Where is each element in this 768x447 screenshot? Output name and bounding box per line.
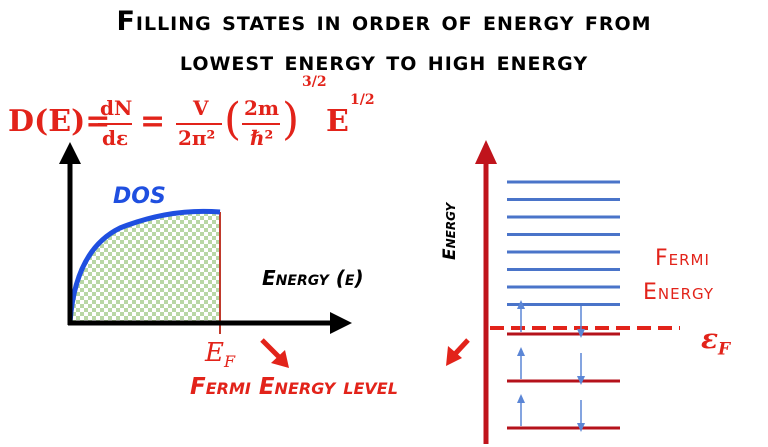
formula-fraction-bar-3 bbox=[242, 123, 280, 125]
energy-level-diagram bbox=[446, 140, 680, 444]
spin-up-arrowhead bbox=[517, 394, 525, 403]
formula-e: E bbox=[326, 104, 349, 139]
energy-y-axis-label: Energy bbox=[440, 202, 460, 260]
fermi-label-line-1: Fermi bbox=[655, 246, 710, 271]
pointer-arrow-1-head bbox=[271, 350, 289, 368]
formula-paren-open: ( bbox=[224, 94, 242, 145]
spin-up-arrowhead bbox=[517, 347, 525, 356]
spin-up-arrowhead bbox=[517, 300, 525, 309]
formula-exponent-e: 1/2 bbox=[350, 92, 375, 108]
energy-x-axis-label: Energy (ε) bbox=[262, 266, 364, 290]
dos-x-axis-arrowhead bbox=[330, 312, 352, 334]
filled-levels bbox=[507, 300, 620, 432]
formula-equals: = bbox=[140, 104, 166, 139]
fermi-label-line-2: Energy bbox=[643, 280, 715, 305]
energy-axis-arrowhead bbox=[475, 140, 497, 164]
filled-states-area bbox=[70, 211, 220, 323]
pointer-arrow-2-head bbox=[446, 346, 462, 366]
formula-exponent-outer: 3/2 bbox=[302, 74, 327, 90]
formula-paren-close: ) bbox=[282, 94, 300, 145]
title-line-1: Filling states in order of energy from bbox=[116, 6, 652, 37]
ef-label: EF bbox=[205, 338, 236, 372]
eps-f-label: εF bbox=[701, 322, 731, 360]
pointer-arrow-1-shaft bbox=[260, 338, 282, 360]
fermi-energy-level-label: Fermi Energy level bbox=[190, 374, 398, 400]
formula-fraction-bar-2 bbox=[176, 123, 222, 125]
title-line-2: lowest energy to high energy bbox=[179, 46, 589, 77]
formula-de: dε bbox=[102, 126, 129, 150]
formula-dn: dN bbox=[100, 96, 133, 120]
spin-down-arrowhead bbox=[577, 376, 585, 385]
formula-two-m: 2m bbox=[244, 96, 280, 120]
formula-lhs: D(E)= bbox=[8, 104, 111, 139]
formula-two-pi-squared: 2π² bbox=[178, 126, 216, 150]
spin-down-arrowhead bbox=[577, 423, 585, 432]
formula-fraction-bar-1 bbox=[98, 123, 132, 125]
spin-down-arrowhead bbox=[577, 329, 585, 338]
dos-y-axis-arrowhead bbox=[59, 142, 81, 164]
dos-curve-label: DOS bbox=[113, 184, 166, 209]
pointer-arrow-2-shaft bbox=[453, 338, 470, 356]
empty-levels bbox=[507, 180, 620, 306]
formula-v: V bbox=[193, 96, 209, 120]
dos-plot bbox=[59, 142, 352, 368]
formula-hbar-squared: ℏ² bbox=[250, 126, 274, 150]
dos-curve bbox=[67, 208, 221, 324]
